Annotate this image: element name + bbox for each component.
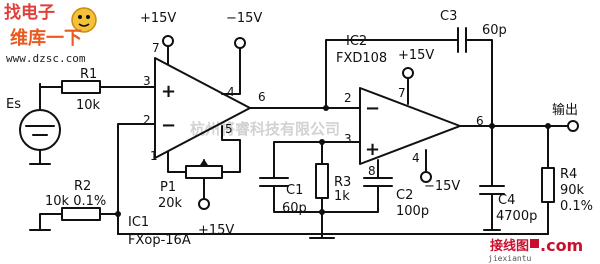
- r2-value: 10k 0.1%: [45, 194, 106, 209]
- logo-url-text: www.dzsc.com: [6, 52, 86, 65]
- ic1-name: IC1: [128, 215, 149, 230]
- c3-name: C3: [440, 9, 457, 24]
- ic1-pin7: 7: [152, 41, 160, 55]
- c1-name: C1: [286, 183, 303, 198]
- ic2-pin4: 4: [412, 151, 420, 165]
- ic1-pin1: 1: [150, 149, 158, 163]
- ic2-pin2: 2: [344, 91, 352, 105]
- source-label: Es: [6, 97, 21, 112]
- terminal-minus15-ic2: [420, 171, 432, 183]
- voltage-source-es: [19, 83, 61, 165]
- ic2-pin8: 8: [368, 164, 376, 178]
- terminal-plus15-ic2: [402, 67, 414, 79]
- ic1-supply-plus: +15V: [140, 11, 176, 26]
- ic2-supply-minus: −15V: [424, 179, 460, 194]
- logo-mid-text: 维库一下: [10, 27, 82, 49]
- logo-top-text: 找电子: [4, 2, 55, 23]
- c2-name: C2: [396, 188, 413, 203]
- output-label: 输出: [552, 102, 578, 118]
- ic1-pin2: 2: [143, 113, 151, 127]
- ic1-supply-minus: −15V: [226, 11, 262, 26]
- terminal-plus15-ic1: [162, 35, 174, 47]
- r3-name: R3: [334, 175, 351, 190]
- c2-value: 100p: [396, 204, 429, 219]
- ic1-pin5: 5: [225, 122, 233, 136]
- watermark-url: jiexiantu: [488, 254, 532, 263]
- terminal-plus15-p1: [198, 198, 210, 210]
- watermark-center: 杭州将睿科技有限公司: [190, 120, 340, 138]
- ic1-pin3: 3: [143, 74, 151, 88]
- r4-tolerance: 0.1%: [560, 199, 593, 214]
- r1-value: 10k: [76, 98, 101, 113]
- ic2-pin6: 6: [476, 114, 484, 128]
- resistor-r2: [61, 207, 101, 221]
- c1-value: 60p: [282, 201, 307, 216]
- r1-name: R1: [80, 67, 97, 82]
- resistor-r4: [541, 167, 555, 203]
- ic1-plus: +: [161, 81, 176, 102]
- op-amp-ic2: [359, 87, 461, 165]
- logo-mascot-icon: [71, 7, 97, 33]
- ic2-part: FXD108: [336, 51, 387, 66]
- ic1-pin4: 4: [227, 85, 235, 99]
- p1-value: 20k: [158, 196, 183, 211]
- watermark-bottom-right: 接线图 .com jiexiantu: [488, 236, 583, 263]
- resistor-r3: [315, 163, 329, 199]
- ic2-pin3: 3: [344, 132, 352, 146]
- output-terminal: [567, 120, 579, 132]
- watermark-dotcom: .com: [540, 236, 583, 255]
- watermark-cn: 接线图: [490, 238, 529, 254]
- c4-value: 4700p: [496, 209, 537, 224]
- pot-wiper-arrow-icon: [199, 159, 209, 167]
- ic2-minus: −: [365, 98, 380, 119]
- junction-dot: [319, 209, 325, 215]
- r4-value: 90k: [560, 183, 585, 198]
- ic2-name: IC2: [346, 34, 367, 49]
- p1-name: P1: [160, 180, 176, 195]
- ic2-pin7: 7: [398, 86, 406, 100]
- r2-name: R2: [74, 179, 91, 194]
- junction-dot: [115, 211, 121, 217]
- resistor-r1: [61, 80, 101, 94]
- r4-name: R4: [560, 167, 577, 182]
- site-logo: 找电子 维库一下 www.dzsc.com: [4, 2, 97, 65]
- ic1-pin6: 6: [258, 90, 266, 104]
- ic2-supply-plus: +15V: [398, 48, 434, 63]
- p1-supply: +15V: [198, 223, 234, 238]
- ic1-part: FXop-16A: [128, 233, 191, 248]
- c3-value: 60p: [482, 23, 507, 38]
- op-amp-ic1: [154, 57, 251, 159]
- c4-name: C4: [498, 193, 515, 208]
- ic1-minus: −: [161, 115, 176, 136]
- terminal-minus15-ic1: [234, 37, 246, 49]
- r3-value: 1k: [334, 189, 350, 204]
- potentiometer-p1: [185, 165, 223, 179]
- ic2-plus: +: [365, 139, 380, 160]
